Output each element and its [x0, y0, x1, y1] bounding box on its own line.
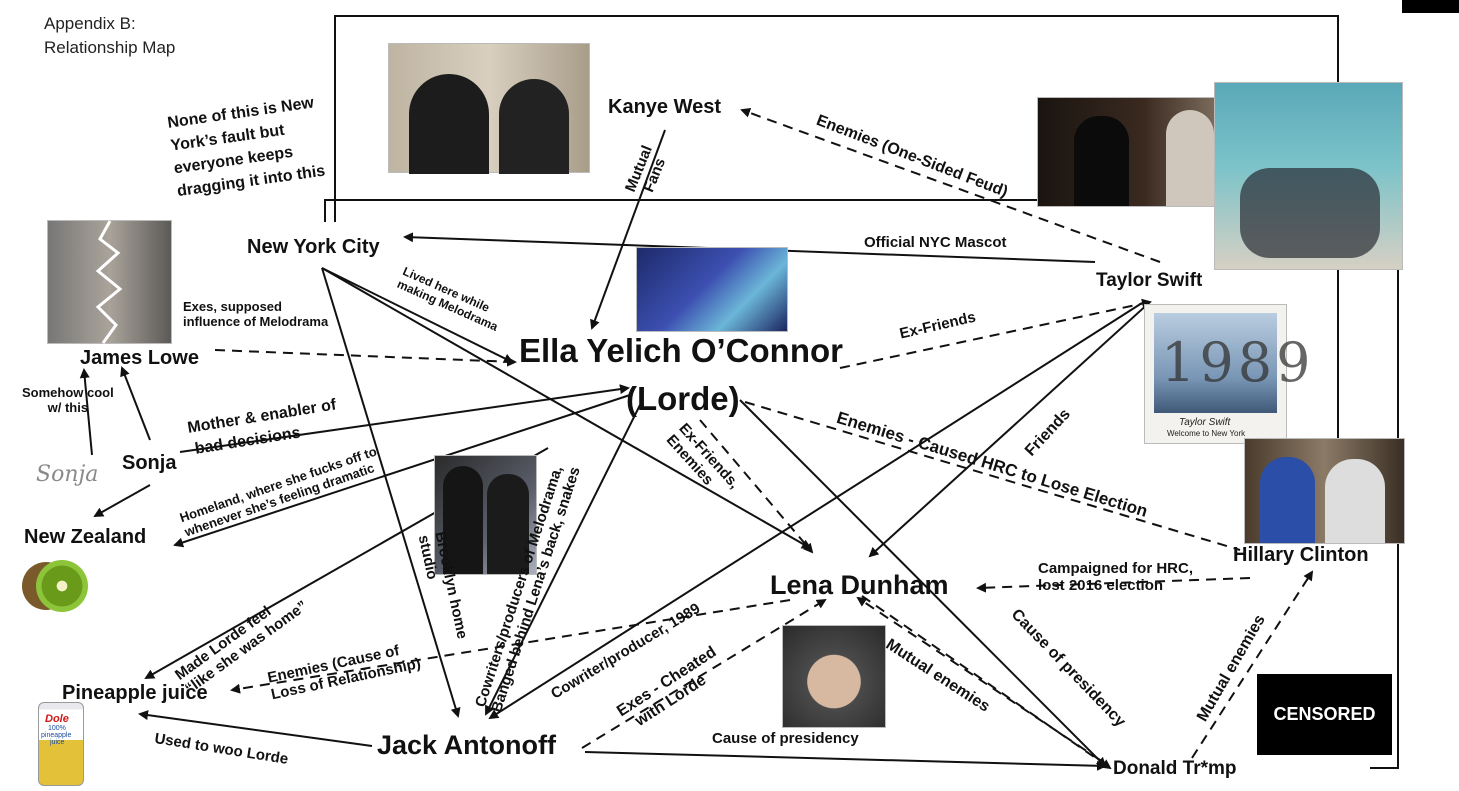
edge-taylor-kanye: [740, 108, 1161, 263]
squad-photo: [1214, 82, 1403, 270]
node-taylor-swift: Taylor Swift: [1096, 270, 1203, 291]
edge-nyc-lena: [321, 267, 812, 549]
edge-taylor-lena: [868, 301, 1151, 558]
figure-lorde: [499, 79, 569, 174]
dole-logo: Dole: [45, 713, 69, 725]
kanye-lorde-photo: [388, 43, 590, 174]
figure-kanye-2: [1074, 116, 1129, 206]
page-title: Appendix B: Relationship Map: [44, 12, 175, 60]
edge-taylor-jack: [488, 302, 1143, 720]
node-hillary-clinton: Hillary Clinton: [1233, 544, 1369, 566]
album-1989-photo: 1989 Taylor Swift Welcome to New York: [1144, 304, 1310, 444]
figure-kanye: [409, 74, 489, 174]
label-campaigned-hrc: Campaigned for HRC, lost 2016 election: [1038, 560, 1194, 595]
lena-crying-photo: [782, 625, 886, 728]
label-official-mascot: Official NYC Mascot: [864, 234, 1007, 251]
figure-lena: [1325, 459, 1385, 543]
figure-jack: [487, 474, 529, 574]
james-lorde-photo: [47, 220, 172, 344]
jack-lorde-photo: [434, 455, 537, 575]
node-new-zealand: New Zealand: [24, 526, 147, 548]
edge-sonja-ella: [179, 384, 630, 453]
label-exes-supposed: Exes, supposed influence of Melodrama: [183, 299, 329, 329]
title-line-2: Relationship Map: [44, 38, 176, 57]
corner-block: [1402, 0, 1459, 13]
node-donald-trmp: Donald Tr*mp: [1113, 758, 1237, 779]
split-heart-line: [95, 220, 123, 344]
figure-squad: [1240, 168, 1380, 258]
node-pineapple-juice: Pineapple juice: [62, 682, 208, 704]
edge-sonja-james: [120, 366, 151, 441]
kanye-taylor-photo: [1037, 97, 1232, 207]
edge-nyc-jack: [321, 267, 461, 718]
edge-nyc-ella: [321, 267, 514, 363]
node-ella-line-1: Ella Yelich O’Connor: [519, 332, 843, 369]
edge-trump-lena: [856, 596, 1101, 761]
dole-line-4: juice: [50, 739, 65, 746]
edge-ella-nz: [173, 394, 631, 548]
title-line-1: Appendix B:: [44, 14, 136, 33]
dole-line-3: pineapple: [41, 732, 72, 739]
censored-label: CENSORED: [1273, 704, 1376, 724]
edge-ella-lena: [699, 419, 814, 554]
edge-hillary-lena: [976, 577, 1251, 593]
album-caption-2: Welcome to New York: [1167, 429, 1246, 438]
edge-ella-jack: [485, 404, 641, 716]
label-cause-of-presidency-lena: Cause of presidency: [712, 730, 859, 747]
ella-album-photo: [636, 247, 788, 332]
edge-trump-hillary: [1191, 570, 1314, 759]
figure-hillary: [1260, 457, 1315, 543]
edge-kanye-ella: [590, 129, 666, 330]
sonja-signature: Sonja: [36, 462, 99, 487]
album-1989-text: 1989: [1161, 331, 1315, 394]
edge-ella-hillary: [744, 401, 1241, 551]
node-kanye-west: Kanye West: [608, 96, 722, 118]
album-image: [1154, 313, 1277, 413]
edge-sonja-nz: [93, 484, 151, 517]
node-ella-line-2: (Lorde): [626, 380, 740, 417]
node-lena-dunham: Lena Dunham: [770, 570, 949, 600]
figure-lorde-2: [443, 466, 483, 574]
edge-signature-james: [79, 368, 93, 456]
edge-taylor-ella: [839, 298, 1152, 369]
node-sonja: Sonja: [122, 452, 177, 474]
edge-jack-lena: [581, 598, 827, 749]
kiwi-icon: [22, 558, 92, 613]
dole-line-2: 100%: [48, 725, 66, 732]
edge-jack-trump: [584, 751, 1107, 771]
edge-lena-pineapple: [230, 599, 791, 694]
dole-juice-can-icon: Dole 100% pineapple juice: [38, 702, 84, 786]
node-jack-antonoff: Jack Antonoff: [377, 730, 557, 760]
figure-taylor: [1166, 110, 1214, 206]
label-somehow-cool: Somehow cool w/ this: [22, 385, 114, 415]
hillary-lena-photo: [1244, 438, 1405, 544]
node-james-lowe: James Lowe: [80, 347, 199, 369]
node-new-york-city: New York City: [247, 236, 380, 258]
edge-jack-pineapple: [138, 710, 373, 747]
edge-ella-trump: [739, 399, 1107, 768]
album-caption-1: Taylor Swift: [1179, 417, 1231, 428]
censored-box: CENSORED: [1257, 674, 1392, 755]
